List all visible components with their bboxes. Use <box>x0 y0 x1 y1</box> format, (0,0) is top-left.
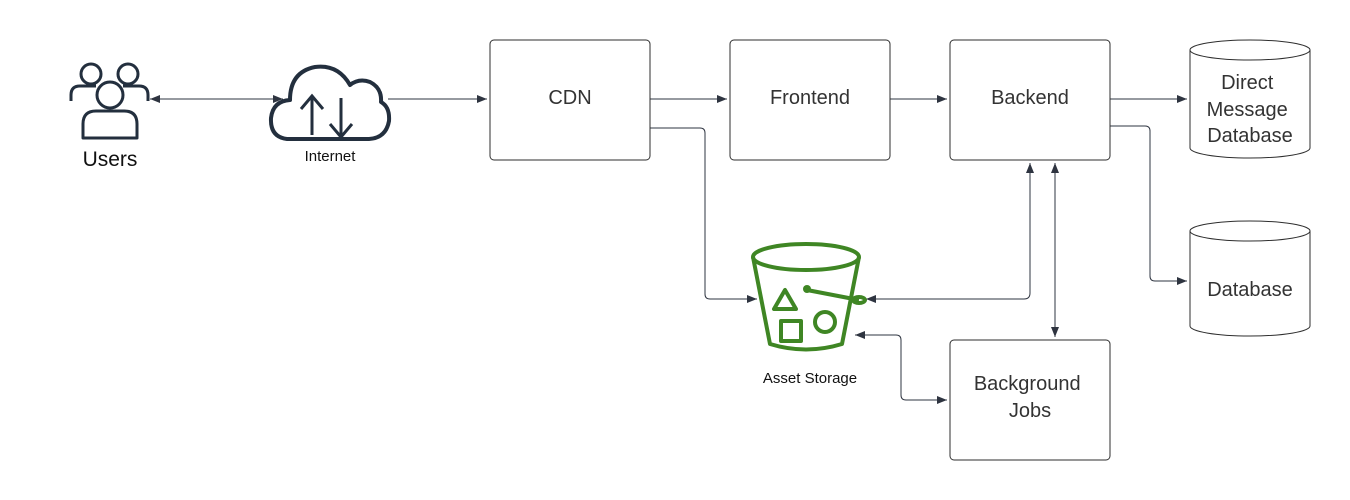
dm-database-cylinder[interactable]: Direct Message Database <box>1189 39 1311 159</box>
background-jobs-line-2: Jobs <box>1009 400 1051 422</box>
cdn-label: CDN <box>548 87 591 109</box>
internet-node: Internet <box>268 64 392 165</box>
edge-backend-database <box>1110 125 1187 285</box>
asset-storage-label: Asset Storage <box>763 370 857 387</box>
internet-label: Internet <box>305 148 357 165</box>
cdn-box[interactable]: CDN <box>489 39 651 161</box>
asset-storage-node[interactable]: Asset Storage <box>751 242 867 387</box>
dm-database-line-1: Direct <box>1221 72 1274 94</box>
connectors <box>150 95 1187 404</box>
backend-box[interactable]: Backend <box>949 39 1111 161</box>
cloud-upload-download-icon <box>268 64 392 141</box>
upload-arrow-icon <box>299 93 325 135</box>
edge-backend-asset-storage <box>866 163 1034 303</box>
background-jobs-label: Background Jobs <box>974 373 1086 422</box>
dm-database-line-2: Message <box>1207 99 1288 121</box>
edge-cdn-asset-storage <box>650 127 757 303</box>
frontend-label: Frontend <box>770 87 850 109</box>
users-icon <box>69 62 150 140</box>
dm-database-line-3: Database <box>1207 125 1293 147</box>
database-cylinder[interactable]: Database <box>1189 220 1311 337</box>
backend-label: Backend <box>991 87 1069 109</box>
background-jobs-box[interactable]: Background Jobs <box>949 339 1111 461</box>
shapes-icon <box>772 288 860 343</box>
handle-dot-icon <box>803 285 811 293</box>
database-label: Database <box>1207 279 1293 301</box>
frontend-box[interactable]: Frontend <box>729 39 891 161</box>
background-jobs-line-1: Background <box>974 373 1081 395</box>
dm-database-label: Direct Message Database <box>1207 72 1294 147</box>
users-label: Users <box>83 148 138 171</box>
users-node: Users <box>69 62 150 171</box>
download-arrow-icon <box>328 98 354 140</box>
edge-asset-storage-background-jobs <box>855 331 947 404</box>
